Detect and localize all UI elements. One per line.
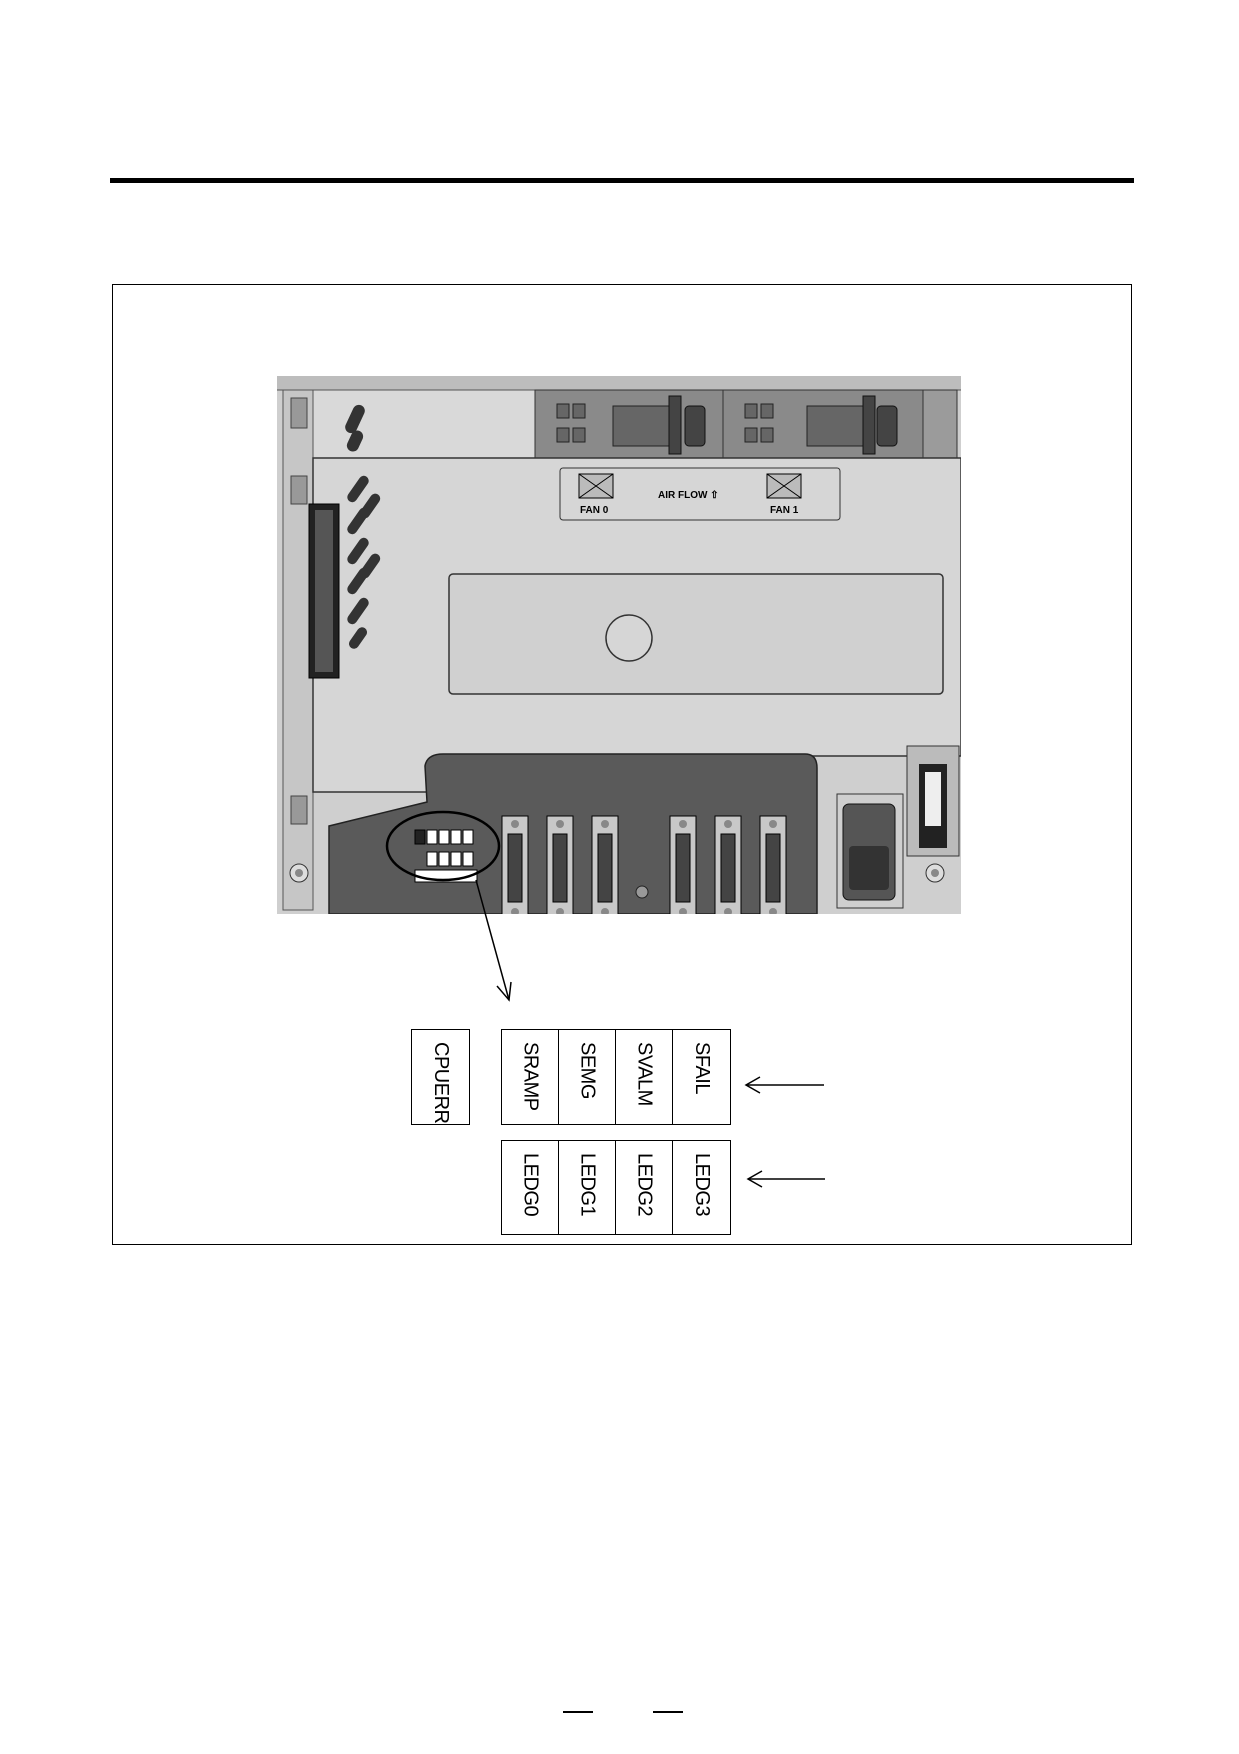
airflow-label: AIR FLOW ⇧: [658, 490, 719, 501]
led-upper-row: SRAMP SEMG SVALM SFAIL: [501, 1029, 731, 1125]
led-cpuerr-box: CPUERR: [411, 1029, 470, 1125]
led-label-sfail: SFAIL: [691, 1042, 713, 1094]
board-illustration: AIR FLOW ⇧ FAN 0 FAN 1: [277, 376, 961, 914]
led-label-sramp: SRAMP: [519, 1042, 542, 1111]
led-label-ledg2: LEDG2: [633, 1153, 656, 1217]
led-label-svalm: SVALM: [633, 1042, 656, 1106]
figure-frame: [112, 284, 1132, 1245]
led-label-semg: SEMG: [576, 1042, 599, 1099]
led-cell-ledg0: LEDG0: [502, 1141, 559, 1234]
header-rule: [110, 178, 1134, 183]
page-marker-right-dash: [653, 1711, 683, 1713]
led-cell-ledg1: LEDG1: [559, 1141, 616, 1234]
led-lower-row: LEDG0 LEDG1 LEDG2 LEDG3: [501, 1140, 731, 1235]
led-cell-sfail: SFAIL: [673, 1030, 730, 1124]
led-cell-cpuerr: CPUERR: [412, 1030, 469, 1124]
page-marker-left-dash: [563, 1711, 593, 1713]
led-cell-ledg3: LEDG3: [673, 1141, 730, 1234]
led-cell-ledg2: LEDG2: [616, 1141, 673, 1234]
led-cell-svalm: SVALM: [616, 1030, 673, 1124]
led-label-ledg3: LEDG3: [691, 1153, 713, 1217]
led-cell-semg: SEMG: [559, 1030, 616, 1124]
fan1-label: FAN 1: [770, 505, 799, 516]
fan0-label: FAN 0: [580, 505, 609, 516]
led-label-ledg1: LEDG1: [576, 1153, 599, 1217]
led-label-cpuerr: CPUERR: [430, 1042, 452, 1124]
led-label-ledg0: LEDG0: [519, 1153, 542, 1217]
led-cell-sramp: SRAMP: [502, 1030, 559, 1124]
